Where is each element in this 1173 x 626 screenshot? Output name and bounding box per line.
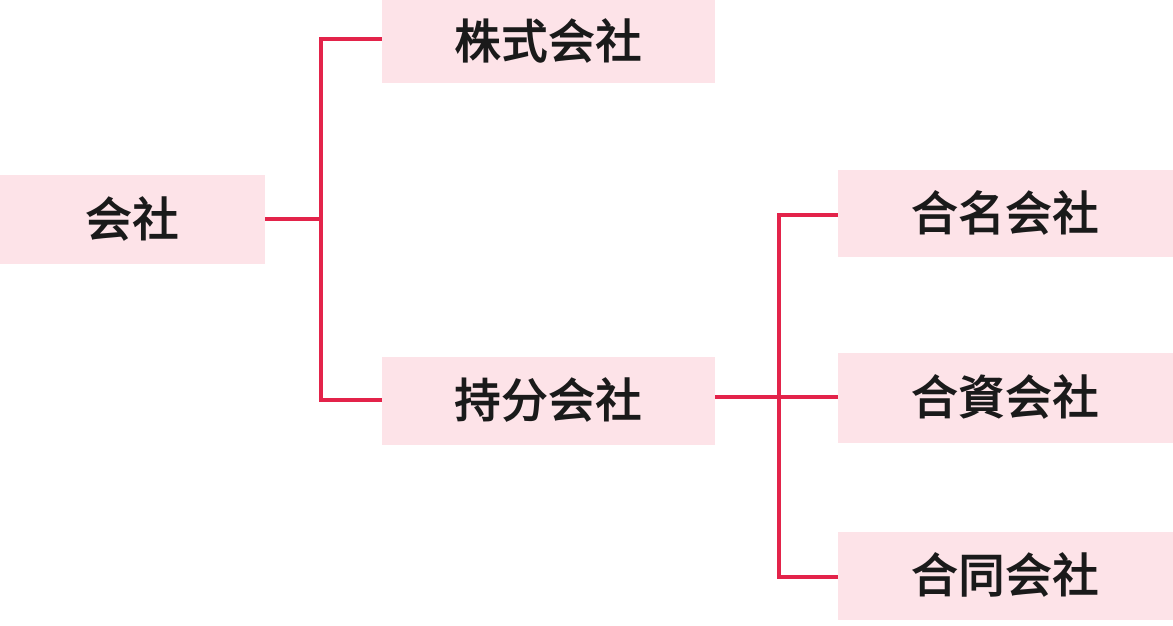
node-kabushiki-kaisha-label: 株式会社 [454, 14, 643, 69]
node-gomei-kaisha: 合名会社 [838, 170, 1173, 257]
node-mochibun-kaisha-label: 持分会社 [454, 374, 643, 428]
node-mochibun-kaisha: 持分会社 [382, 357, 715, 445]
connector-root-to-mochibun [319, 219, 382, 402]
connector-mochibun-to-gomei [715, 213, 838, 399]
node-kabushiki-kaisha: 株式会社 [382, 0, 715, 83]
node-company: 会社 [0, 175, 265, 264]
node-company-label: 会社 [85, 192, 180, 247]
node-godo-kaisha: 合同会社 [838, 532, 1173, 620]
node-goshi-kaisha-label: 合資会社 [911, 371, 1100, 425]
node-gomei-kaisha-label: 合名会社 [911, 186, 1100, 241]
connector-root-to-kabushiki [265, 37, 382, 221]
node-godo-kaisha-label: 合同会社 [911, 549, 1100, 603]
node-goshi-kaisha: 合資会社 [838, 353, 1173, 443]
connector-mochibun-to-godo [777, 397, 838, 579]
